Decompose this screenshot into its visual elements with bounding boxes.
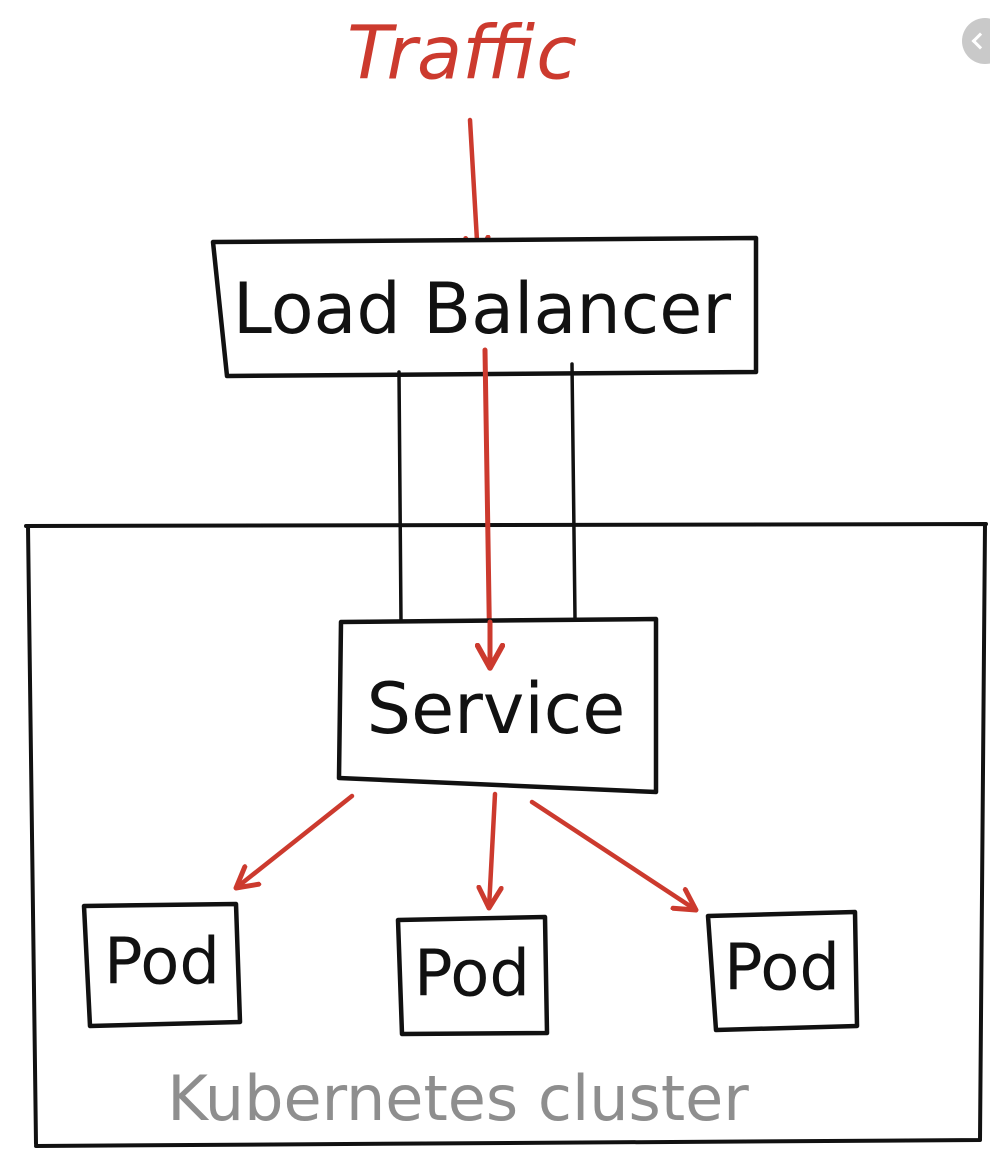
pod-right-box	[705, 909, 860, 1033]
lb-to-service-arrow	[485, 347, 490, 668]
pod-middle-label: Pod	[414, 938, 530, 1012]
cluster-boundary	[24, 522, 988, 1148]
pod-middle-box	[395, 914, 550, 1037]
pod-right: Pod	[705, 909, 860, 1033]
service-to-pod-middle-arrow	[489, 791, 495, 908]
load-balancer-label: Load Balancer	[233, 268, 731, 350]
pod-left: Pod	[81, 901, 243, 1029]
service-label: Service	[367, 668, 626, 750]
lb-service-connector-right	[570, 362, 577, 620]
pod-left-box	[81, 901, 243, 1029]
pod-left-label: Pod	[104, 926, 220, 1000]
pod-middle: Pod	[395, 914, 550, 1037]
cluster-label: Kubernetes cluster	[167, 1062, 749, 1135]
service-to-pod-left-arrow	[236, 793, 355, 888]
load-balancer-box	[210, 235, 759, 379]
traffic-label: Traffic	[347, 11, 577, 97]
service-box	[336, 616, 659, 795]
service-to-pod-right-arrow	[529, 799, 696, 910]
traffic-arrow	[470, 117, 478, 258]
lb-service-connector-left	[397, 370, 403, 624]
pod-right-label: Pod	[724, 932, 840, 1006]
